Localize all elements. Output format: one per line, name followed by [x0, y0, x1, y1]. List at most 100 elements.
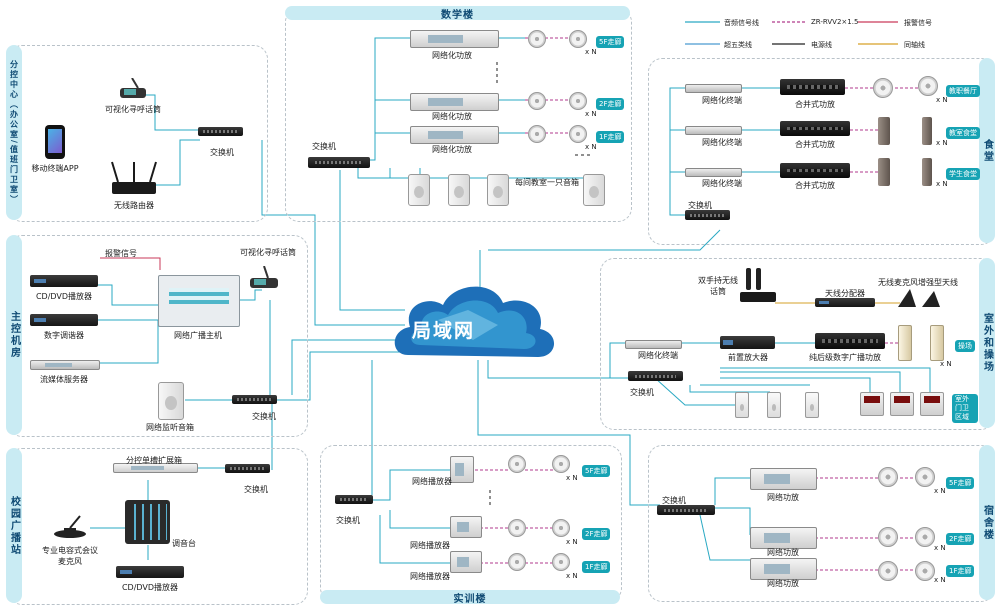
gate-terminal-3[interactable] — [920, 392, 944, 416]
teaching-ceiling-speaker-5f-a — [528, 30, 546, 48]
branch-router-label: 无线路由器 — [114, 201, 154, 210]
training-floor-5f: 5F走廊 — [582, 465, 611, 477]
wireless-mic-icon[interactable] — [738, 266, 778, 306]
outdoor-terminal[interactable] — [625, 340, 682, 349]
teaching-ceiling-speaker-1f-b — [569, 125, 587, 143]
canteen-column-3a — [878, 158, 890, 186]
dorm-amp-1f[interactable] — [750, 558, 817, 580]
training-player-2f-label: 网络播放器 — [410, 541, 450, 550]
training-player-1f[interactable] — [450, 551, 482, 573]
preamp[interactable] — [720, 336, 775, 349]
classroom-speaker-4 — [583, 174, 605, 206]
training-player-5f[interactable] — [450, 456, 474, 483]
canteen-amp-2[interactable] — [780, 121, 850, 136]
campus-dvd-player[interactable] — [116, 566, 184, 578]
teaching-amp-1f[interactable] — [410, 126, 499, 144]
teaching-amp-1f-label: 网络化功放 — [432, 145, 472, 154]
teaching-amp-5f[interactable] — [410, 30, 499, 48]
teaching-amp-2f[interactable] — [410, 93, 499, 111]
teaching-ceiling-speaker-2f-a — [528, 92, 546, 110]
dvd-player-label: CD/DVD播放器 — [35, 292, 93, 301]
lan-label: 局域网 — [412, 320, 476, 342]
canteen-terminal-3[interactable] — [685, 168, 742, 177]
campus-switch[interactable] — [225, 464, 270, 473]
outdoor-switch[interactable] — [628, 371, 683, 381]
training-xn-5f: x N — [566, 474, 578, 482]
canteen-switch[interactable] — [685, 210, 730, 220]
legend-cat5: 超五类线 — [724, 41, 752, 49]
monitor-speaker[interactable] — [158, 382, 184, 420]
legend-power: 电源线 — [811, 41, 832, 49]
audio-mixer[interactable] — [125, 500, 170, 544]
training-floor-2f: 2F走廊 — [582, 528, 611, 540]
canteen-column-2b — [922, 117, 932, 145]
control-paging-mic-icon[interactable] — [248, 265, 280, 290]
dorm-switch[interactable] — [657, 505, 715, 515]
training-switch-label: 交换机 — [336, 516, 360, 525]
dorm-floor-2f: 2F走廊 — [946, 533, 975, 545]
audio-mixer-label: 调音台 — [172, 539, 196, 548]
canteen-terminal-1[interactable] — [685, 84, 742, 93]
zone-dorm-tag: 宿舍楼 — [979, 445, 995, 600]
training-xn-2f: x N — [566, 538, 578, 546]
canteen-amp-3[interactable] — [780, 163, 850, 178]
dorm-amp-5f[interactable] — [750, 468, 817, 490]
audio-lines — [90, 37, 931, 564]
outdoor-xn: x N — [940, 360, 952, 368]
digital-power-amp[interactable] — [815, 333, 885, 349]
teaching-floor-5f: 5F走廊 — [596, 36, 625, 48]
teaching-amp-2f-label: 网络化功放 — [432, 112, 472, 121]
paging-mic-icon[interactable] — [118, 77, 148, 100]
teaching-switch[interactable] — [308, 157, 370, 168]
branch-pager-label: 可视化寻呼话筒 — [105, 105, 161, 114]
outdoor-call-station-3[interactable] — [805, 392, 819, 418]
monitor-speaker-label: 网络监听音箱 — [146, 423, 194, 432]
dorm-amp-2f[interactable] — [750, 527, 817, 549]
canteen-terminal-2[interactable] — [685, 126, 742, 135]
conference-mic-icon[interactable] — [52, 514, 88, 538]
dorm-speaker-2f-b — [915, 527, 935, 547]
zone-canteen-tag: 食堂 — [979, 58, 995, 243]
dorm-speaker-1f-b — [915, 561, 935, 581]
training-speaker-5f-b — [552, 455, 570, 473]
expansion-cabinet[interactable] — [113, 463, 198, 473]
campus-switch-label: 交换机 — [244, 485, 268, 494]
gate-terminal-1[interactable] — [860, 392, 884, 416]
zone-branch-tag: 分控中心（办公室/值班门卫室） — [6, 45, 22, 220]
teaching-xn-5f: x N — [585, 48, 597, 56]
canteen-amp-1[interactable] — [780, 79, 845, 95]
dorm-amp-2f-label: 网络功放 — [767, 548, 799, 557]
zone-outdoor-tag: 室外和操场 — [979, 258, 995, 428]
canteen-terminal-2-label: 网络化终端 — [702, 138, 742, 147]
digital-power-amp-label: 纯后级数字广播功放 — [809, 353, 881, 362]
dots — [489, 62, 590, 505]
branch-switch[interactable] — [198, 127, 243, 136]
dorm-amp-1f-label: 网络功放 — [767, 579, 799, 588]
training-player-2f[interactable] — [450, 516, 482, 538]
digital-tuner[interactable] — [30, 314, 98, 326]
mobile-phone-icon[interactable] — [45, 125, 65, 159]
stream-server[interactable] — [30, 360, 100, 370]
teaching-ceiling-speaker-1f-a — [528, 125, 546, 143]
control-switch[interactable] — [232, 395, 277, 404]
gate-terminal-2[interactable] — [890, 392, 914, 416]
outdoor-terminal-label: 网络化终端 — [638, 351, 678, 360]
outdoor-call-station-2[interactable] — [767, 392, 781, 418]
teaching-ceiling-speaker-5f-b — [569, 30, 587, 48]
antenna-splitter[interactable] — [815, 298, 875, 307]
broadcast-host[interactable] — [158, 275, 240, 327]
canteen-amp-3-label: 合并式功放 — [795, 181, 835, 190]
dvd-player[interactable] — [30, 275, 98, 287]
teaching-floor-2f: 2F走廊 — [596, 98, 625, 110]
digital-tuner-label: 数字调谐器 — [44, 331, 84, 340]
training-switch[interactable] — [335, 495, 373, 504]
router-icon[interactable] — [108, 160, 160, 196]
zone-campus-tag: 校园广播站 — [6, 448, 22, 603]
dorm-xn-1f: x N — [934, 576, 946, 584]
antenna-icon[interactable] — [896, 287, 942, 309]
outdoor-call-station-1[interactable] — [735, 392, 749, 418]
lan-cloud — [394, 286, 555, 357]
training-player-5f-label: 网络播放器 — [412, 477, 452, 486]
canteen-speaker-1b — [918, 76, 938, 96]
branch-app-label: 移动终端APP — [31, 164, 79, 173]
